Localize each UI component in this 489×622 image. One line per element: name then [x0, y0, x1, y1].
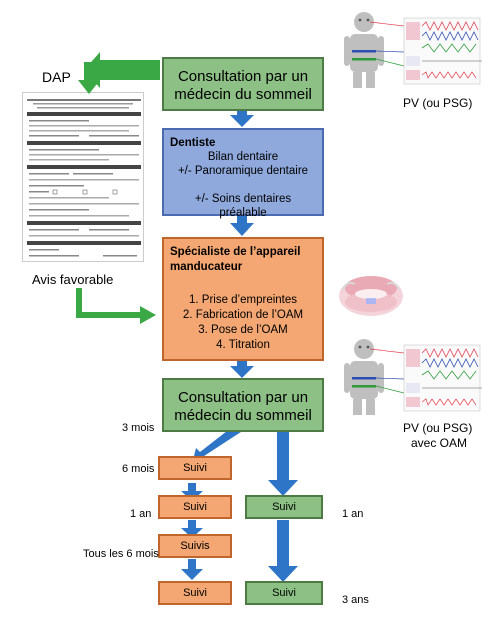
- green-arrow-shaft-top: [84, 62, 160, 72]
- green-arrow-shaft-bottom-v: [76, 288, 82, 316]
- dentiste-line2: +/- Panoramique dentaire: [177, 165, 309, 177]
- pv-device-image-bottom: [342, 335, 482, 415]
- suivi-green-3-ans-text: Suivi: [272, 587, 296, 599]
- label-6-mois: 6 mois: [122, 463, 155, 475]
- suivis-text: Suivis: [180, 540, 210, 552]
- suivi-3-ans-box: Suivi: [158, 581, 232, 605]
- specialiste-step-2: 2. Fabrication de l’OAM: [182, 309, 304, 321]
- specialiste-title: Spécialiste de l’appareil manducateur: [170, 246, 301, 273]
- dentiste-line3: +/- Soins dentaires préalable: [194, 193, 292, 219]
- consultation-2-text: Consultation par un médecin du sommeil: [174, 389, 312, 424]
- label-3-mois: 3 mois: [122, 422, 155, 434]
- label-1-an-right: 1 an: [342, 508, 364, 520]
- pv-label-bottom-line2: avec OAM: [411, 436, 468, 450]
- specialiste-box: Spécialiste de l’appareil manducateur 1.…: [162, 237, 324, 361]
- pv-label-bottom-line1: PV (ou PSG): [403, 421, 473, 435]
- dentiste-box: Dentiste Bilan dentaire +/- Panoramique …: [162, 128, 324, 219]
- dentiste-line1: Bilan dentaire: [207, 151, 279, 163]
- suivi-3-ans-text: Suivi: [183, 587, 207, 599]
- form-document-icon: [27, 99, 141, 257]
- pv-device-image-top: [342, 8, 482, 88]
- suivi-1-an-text: Suivi: [183, 501, 207, 513]
- consultation-1-text: Consultation par un médecin du sommeil: [174, 68, 312, 103]
- suivi-1-an-box: Suivi: [158, 495, 232, 519]
- green-arrow-shaft-bottom-h: [76, 312, 142, 318]
- label-1-an-left: 1 an: [130, 508, 152, 520]
- specialiste-step-4: 4. Titration: [216, 339, 270, 351]
- specialiste-step-1: 1. Prise d’empreintes: [188, 294, 298, 306]
- suivi-6-mois-text: Suivi: [183, 462, 207, 474]
- green-arrow-head-top: [78, 80, 100, 94]
- green-arrow-head-bottom: [140, 306, 156, 324]
- dentiste-title: Dentiste: [170, 137, 216, 149]
- pv-label-top: PV (ou PSG): [403, 96, 473, 110]
- consultation-box-2: Consultation par un médecin du sommeil: [162, 378, 324, 432]
- dap-form-image: [22, 92, 144, 262]
- suivi-green-1-an-box: Suivi: [245, 495, 323, 519]
- oam-device-image: [335, 266, 407, 322]
- suivis-6-mois-box: Suivis: [158, 534, 232, 558]
- dap-label: DAP: [42, 69, 71, 85]
- suivi-6-mois-box: Suivi: [158, 456, 232, 480]
- avis-favorable-label: Avis favorable: [32, 272, 114, 287]
- suivi-green-3-ans-box: Suivi: [245, 581, 323, 605]
- label-3-ans: 3 ans: [342, 594, 369, 606]
- suivi-green-1-an-text: Suivi: [272, 501, 296, 513]
- label-tous-les-6-mois: Tous les 6 mois: [83, 548, 159, 560]
- consultation-box-1: Consultation par un médecin du sommeil: [162, 57, 324, 111]
- specialiste-step-3: 3. Pose de l’OAM: [198, 324, 288, 336]
